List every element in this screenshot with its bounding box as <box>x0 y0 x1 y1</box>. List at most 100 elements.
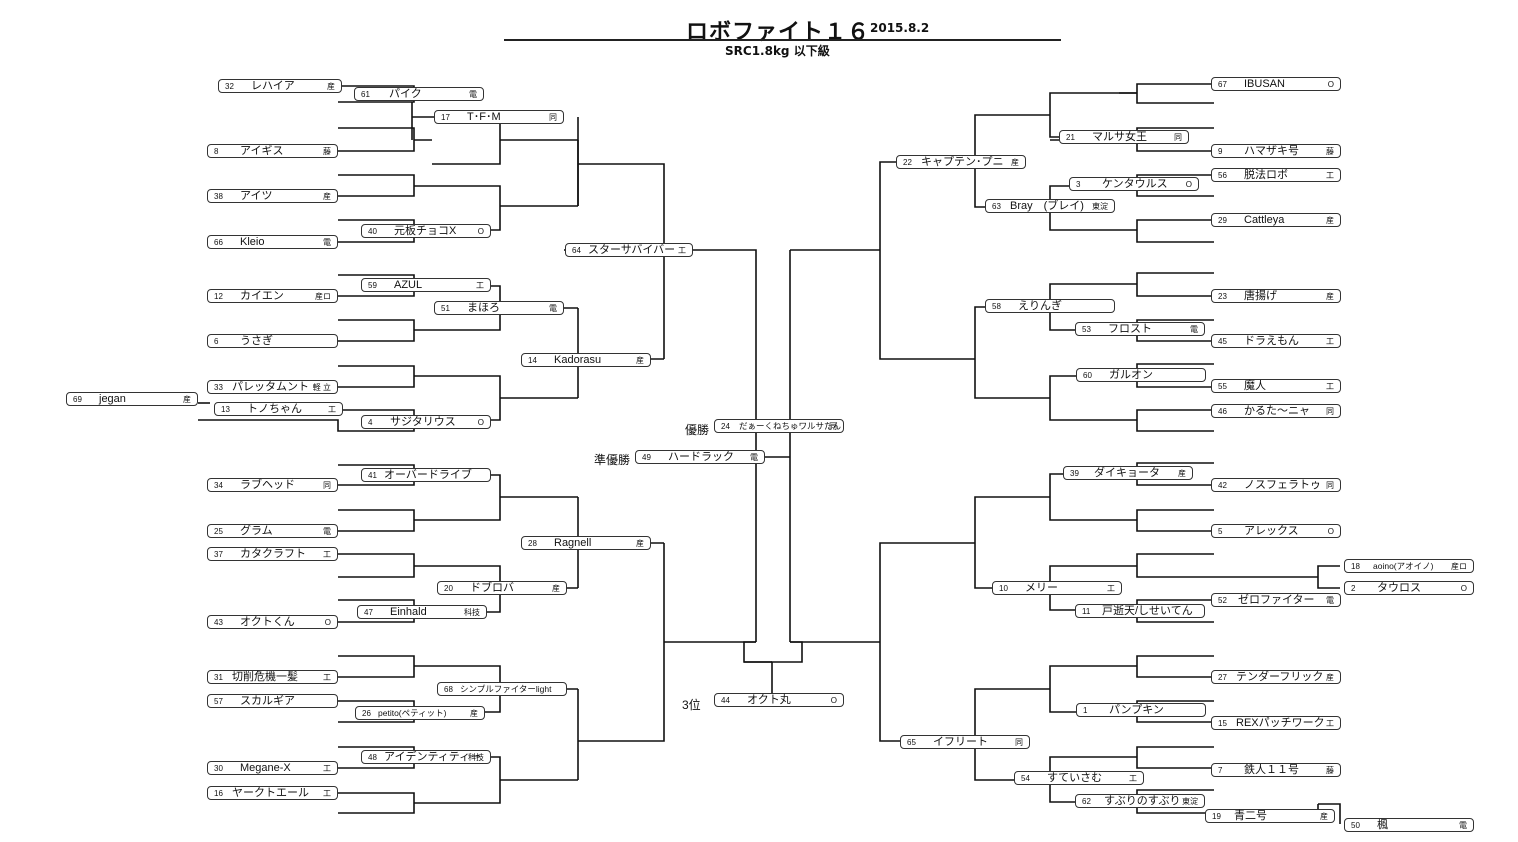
robot-name: ノスフェラトゥ <box>1244 479 1321 491</box>
entry-number: 14 <box>528 356 537 365</box>
affiliation: O <box>477 418 484 427</box>
robot-name: マルサ女王 <box>1092 131 1147 143</box>
affiliation: 産 <box>183 395 191 404</box>
robot-name: ダイキョータ <box>1094 467 1160 479</box>
affiliation: 産 <box>552 584 560 593</box>
robot-name: オクト丸 <box>747 694 791 706</box>
affiliation: 産 <box>1320 812 1328 821</box>
robot-name: オクトくん <box>240 616 295 628</box>
robot-name: かるた～ニャ <box>1244 405 1310 417</box>
robot-name: すていさむ <box>1047 772 1103 784</box>
entry-number: 62 <box>1082 797 1091 806</box>
entry-number: 44 <box>721 696 730 705</box>
affiliation: 電 <box>750 453 758 462</box>
affiliation: 工 <box>323 550 331 559</box>
robot-name: ラブヘッド <box>240 479 295 491</box>
robot-name: キャプテン･プニ <box>921 156 1004 168</box>
robot-name: アレックス <box>1244 525 1299 537</box>
entry-number: 9 <box>1218 147 1223 156</box>
robot-name: メリー <box>1025 582 1058 594</box>
affiliation: O <box>1327 527 1334 536</box>
robot-name: パレッタムント <box>232 381 309 393</box>
affiliation: 工 <box>678 246 686 255</box>
entry-number: 38 <box>214 192 223 201</box>
entry-number: 65 <box>907 738 916 747</box>
entry-number: 1 <box>1083 706 1088 715</box>
robot-name: IBUSAN <box>1244 78 1285 90</box>
robot-name: ドブロバ <box>470 582 514 594</box>
affiliation: 工 <box>1326 337 1334 346</box>
entry-number: 67 <box>1218 80 1227 89</box>
robot-name: 戸逝天/しせいてん <box>1102 605 1193 617</box>
robot-name: だぁーくねちゅワルサたん <box>739 421 842 431</box>
robot-name: 元板チョコX <box>394 225 457 237</box>
affiliation: 工 <box>1326 171 1334 180</box>
entry-number: 2 <box>1351 584 1356 593</box>
robot-name: jegan <box>99 393 126 405</box>
affiliation: 同 <box>1326 481 1334 490</box>
affiliation: 藤 <box>323 147 331 156</box>
event-date: 2015.8.2 <box>870 21 930 35</box>
entry-number: 19 <box>1212 812 1221 821</box>
affiliation: 同 <box>1015 738 1023 747</box>
affiliation: 産 <box>636 356 644 365</box>
affiliation: 科技 <box>464 608 480 617</box>
entry-number: 58 <box>992 302 1001 311</box>
robot-name: 鉄人１１号 <box>1244 764 1299 776</box>
affiliation: 藤 <box>1326 766 1334 775</box>
affiliation: 産 <box>323 192 331 201</box>
robot-name: テンダーフリック <box>1236 671 1324 683</box>
entry-number: 47 <box>364 608 373 617</box>
entry-number: 56 <box>1218 171 1227 180</box>
robot-name: 楓 <box>1377 819 1388 831</box>
entry-number: 6 <box>214 337 219 346</box>
affiliation: 電 <box>469 90 477 99</box>
affiliation: 電 <box>1190 325 1198 334</box>
robot-name: Ragnell <box>554 537 592 549</box>
affiliation: 同 <box>1174 133 1182 142</box>
affiliation: 産 <box>1326 216 1334 225</box>
entry-number: 3 <box>1076 180 1081 189</box>
affiliation: 同 <box>323 481 331 490</box>
robot-name: Einhald <box>390 606 427 618</box>
affiliation: 産ロ <box>1451 562 1467 571</box>
entry-number: 8 <box>214 147 219 156</box>
robot-name: ハードラック <box>668 451 734 463</box>
robot-name: ゼロファイター <box>1238 594 1315 606</box>
third-place-label: 3位 <box>682 698 701 712</box>
affiliation: 軽 立 <box>312 383 331 392</box>
affiliation: O <box>1327 80 1334 89</box>
robot-name: 切削危機一髪 <box>232 671 298 683</box>
robot-name: グラム <box>240 525 273 537</box>
robot-name: Megane-X <box>240 762 291 774</box>
affiliation: 産 <box>470 709 478 718</box>
entry-number: 61 <box>361 90 370 99</box>
robot-name: ヤークトエール <box>232 787 309 799</box>
